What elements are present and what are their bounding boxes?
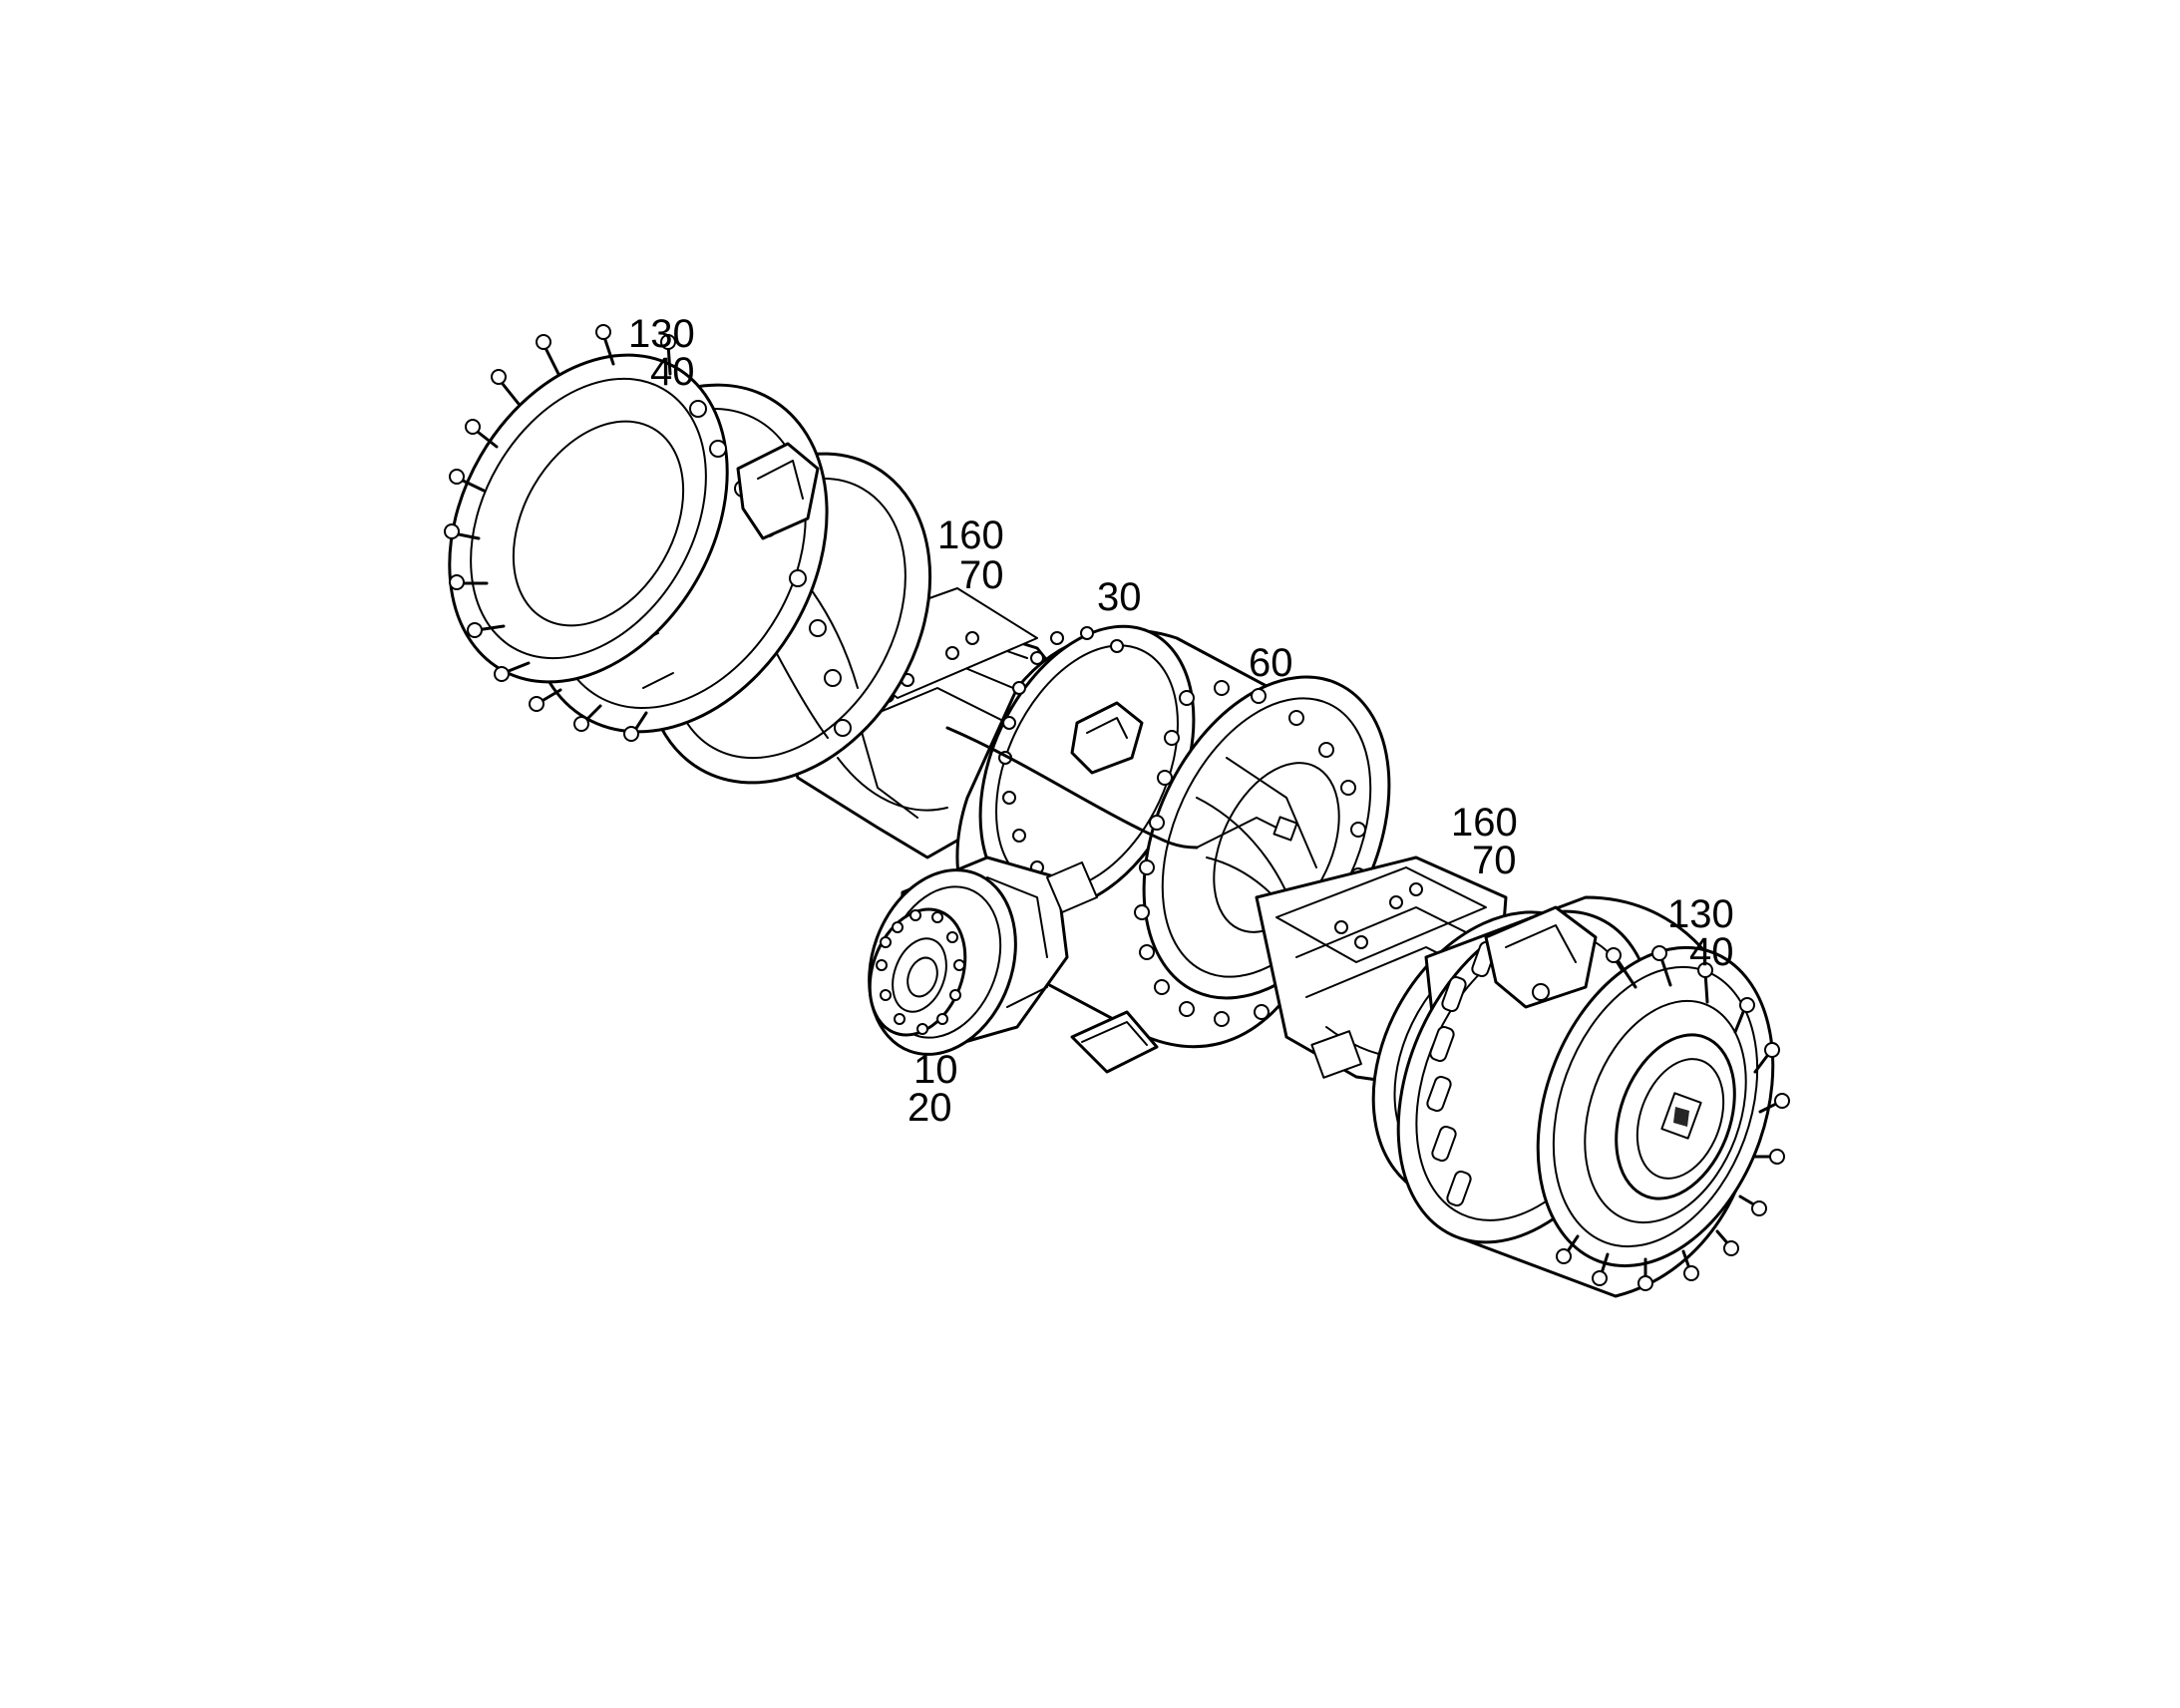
input-flange bbox=[868, 855, 1098, 1056]
callout-right-arm-70: 70 bbox=[1472, 839, 1517, 882]
callout-input-20: 20 bbox=[908, 1086, 952, 1130]
callout-left-arm-160: 160 bbox=[937, 513, 1004, 557]
callout-input-10: 10 bbox=[913, 1048, 958, 1092]
callout-left-arm-70: 70 bbox=[959, 553, 1004, 597]
right-wheel-hub bbox=[1371, 895, 1790, 1298]
callout-left-hub-40: 40 bbox=[650, 350, 695, 394]
callout-labels: 130 40 160 70 30 60 160 70 130 40 10 20 bbox=[628, 312, 1734, 1130]
callout-right-arm-160: 160 bbox=[1451, 801, 1518, 845]
callout-left-hub-130: 130 bbox=[628, 312, 695, 356]
callout-center-30: 30 bbox=[1097, 575, 1142, 619]
callout-right-hub-130: 130 bbox=[1667, 892, 1734, 936]
left-wheel-hub bbox=[444, 324, 932, 785]
callout-right-hub-40: 40 bbox=[1689, 930, 1734, 974]
callout-center-60: 60 bbox=[1249, 641, 1293, 685]
